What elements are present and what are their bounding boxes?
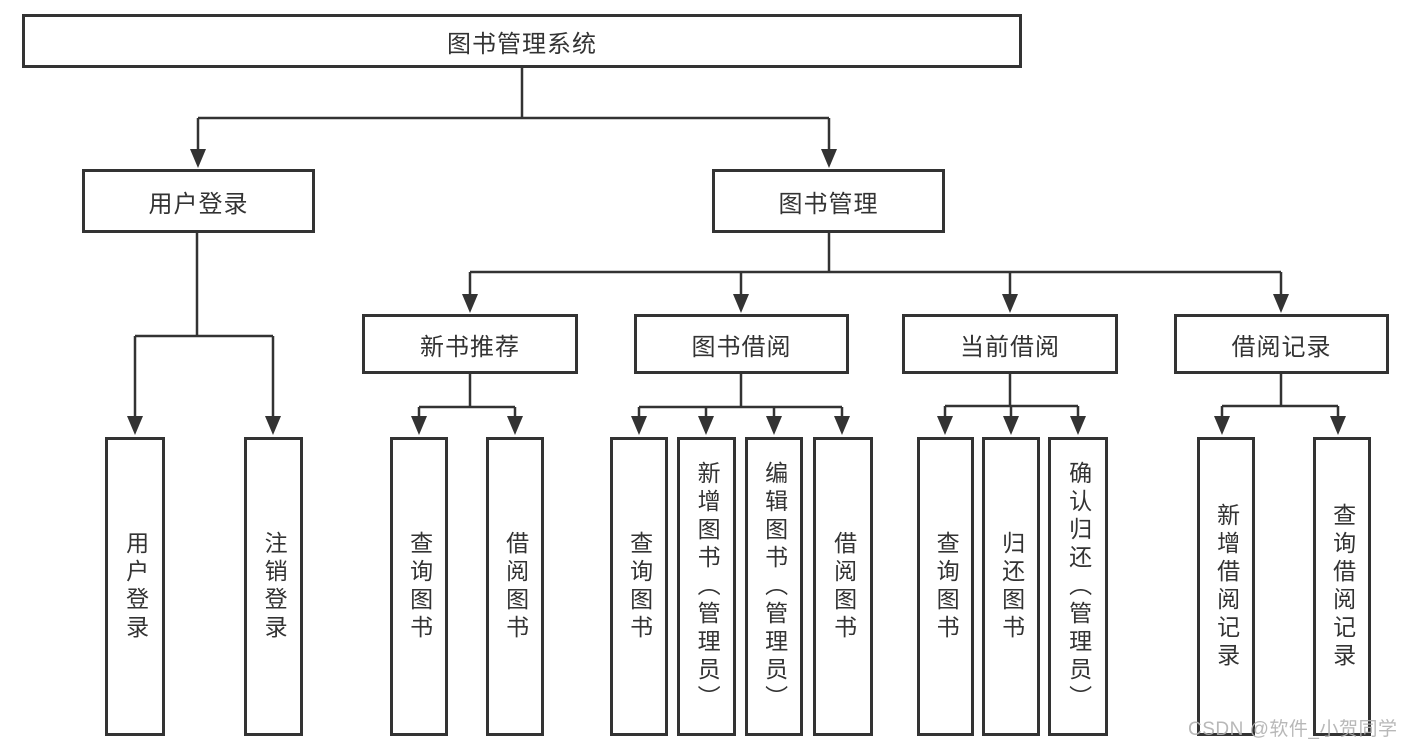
leaf-search-borrow-record: 查询借阅记录 [1313,437,1371,736]
node-label: 图书借阅 [691,333,792,361]
node-borrow-records: 借阅记录 [1174,314,1389,374]
node-label: 图书管理系统 [447,30,597,58]
leaf-label: 查询图书 [626,530,653,643]
arrowheads [127,149,1346,435]
leaf-label: 编辑图书（管理员） [761,460,788,713]
leaf-label: 新增借阅记录 [1213,502,1240,671]
leaf-add-books-admin: 新增图书（管理员） [677,437,736,736]
leaf-search-books-borrow: 查询图书 [610,437,668,736]
node-current-borrow: 当前借阅 [902,314,1118,374]
node-label: 新书推荐 [420,333,520,361]
leaf-label: 归还图书 [998,530,1025,643]
leaf-edit-books-admin: 编辑图书（管理员） [745,437,803,736]
leaf-label: 用户登录 [122,530,149,643]
leaf-borrow-books: 借阅图书 [813,437,873,736]
node-book-borrow: 图书借阅 [634,314,849,374]
node-user-login: 用户登录 [82,169,315,233]
leaf-search-books-current: 查询图书 [917,437,974,736]
leaf-logout: 注销登录 [244,437,303,736]
leaf-borrow-books-recommend: 借阅图书 [486,437,544,736]
node-root-system: 图书管理系统 [22,14,1022,68]
leaf-label: 借阅图书 [502,530,529,643]
node-book-management: 图书管理 [712,169,945,233]
leaf-label: 新增图书（管理员） [694,460,721,713]
leaf-label: 确认归还（管理员） [1065,460,1092,713]
leaf-label: 借阅图书 [830,530,857,643]
leaf-search-books-recommend: 查询图书 [390,437,448,736]
csdn-watermark: CSDN @软件_小贺同学 [1188,719,1398,740]
node-label: 借阅记录 [1231,333,1332,361]
leaf-confirm-return-admin: 确认归还（管理员） [1048,437,1108,736]
leaf-label: 查询图书 [406,530,433,643]
node-label: 图书管理 [778,190,879,218]
leaf-label: 查询借阅记录 [1329,502,1356,671]
leaf-label: 查询图书 [933,530,960,643]
leaf-add-borrow-record: 新增借阅记录 [1197,437,1255,736]
leaf-label: 注销登录 [261,530,288,643]
node-label: 当前借阅 [960,333,1060,361]
node-new-book-recommend: 新书推荐 [362,314,578,374]
leaf-return-books: 归还图书 [982,437,1040,736]
node-label: 用户登录 [148,190,249,218]
leaf-user-login: 用户登录 [105,437,165,736]
